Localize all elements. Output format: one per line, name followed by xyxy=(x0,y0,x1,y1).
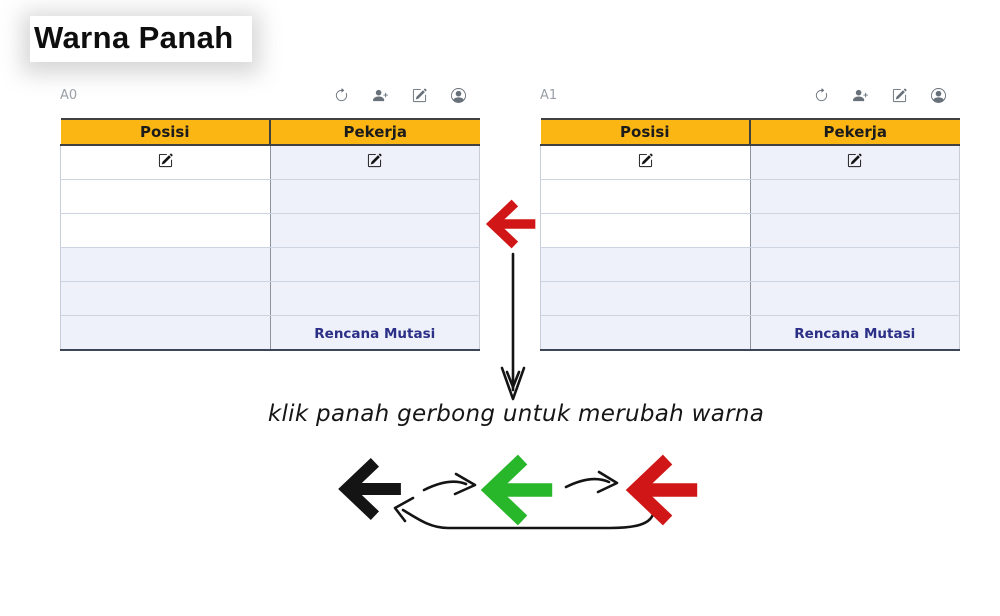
posisi-cell xyxy=(540,281,750,316)
annotation-text: klik panah gerbong untuk merubah warna xyxy=(267,401,765,427)
table-row xyxy=(540,179,960,214)
cycle-arrow-black[interactable] xyxy=(334,456,406,522)
header-row: Posisi Pekerja xyxy=(540,118,960,146)
cycle-arrow-green[interactable] xyxy=(477,452,557,528)
card-header: A1 xyxy=(540,84,960,106)
page-title: Warna Panah xyxy=(30,16,252,62)
table-toolbar xyxy=(814,88,960,103)
pekerja-cell xyxy=(269,213,480,248)
posisi-cell xyxy=(540,247,750,282)
pekerja-cell: Rencana Mutasi xyxy=(749,315,960,351)
edit-icon[interactable] xyxy=(412,88,427,103)
header-row: Posisi Pekerja xyxy=(60,118,480,146)
table-row xyxy=(60,281,480,316)
pekerja-cell xyxy=(749,281,960,316)
pekerja-cell xyxy=(269,281,480,316)
posisi-cell xyxy=(60,281,270,316)
gerbong-arrow-red[interactable] xyxy=(482,198,540,250)
rencana-mutasi-link[interactable]: Rencana Mutasi xyxy=(314,326,436,342)
posisi-cell xyxy=(60,179,270,214)
table-label: A0 xyxy=(60,87,78,103)
table-row xyxy=(540,281,960,316)
person-add-icon[interactable] xyxy=(853,88,868,103)
table-card-a1: A1 Posisi Pekerja Rencana M xyxy=(540,84,960,351)
cycle-arrow-green-to-red xyxy=(564,477,611,489)
pekerja-cell xyxy=(749,179,960,214)
edit-icon[interactable] xyxy=(892,88,907,103)
mutation-table: Posisi Pekerja Rencana Mutasi xyxy=(540,118,960,351)
cycle-arrow-head-2 xyxy=(596,470,619,494)
table-row: Rencana Mutasi xyxy=(60,315,480,351)
pekerja-cell xyxy=(269,145,480,180)
rencana-mutasi-link[interactable]: Rencana Mutasi xyxy=(794,326,916,342)
pekerja-cell xyxy=(269,179,480,214)
column-header-posisi: Posisi xyxy=(60,118,270,146)
table-row xyxy=(540,213,960,248)
table-card-a0: A0 Posisi Pekerja Rencana M xyxy=(60,84,480,351)
person-add-icon[interactable] xyxy=(373,88,388,103)
column-header-posisi: Posisi xyxy=(540,118,750,146)
table-row xyxy=(60,247,480,282)
edit-cell-icon[interactable] xyxy=(158,153,173,168)
edit-cell-icon[interactable] xyxy=(638,153,653,168)
edit-cell-icon[interactable] xyxy=(367,153,382,168)
pekerja-cell: Rencana Mutasi xyxy=(269,315,480,351)
pekerja-cell xyxy=(749,213,960,248)
table-row: Rencana Mutasi xyxy=(540,315,960,351)
posisi-cell xyxy=(60,315,270,351)
posisi-cell xyxy=(60,213,270,248)
posisi-cell xyxy=(540,179,750,214)
down-arrow-head-inner xyxy=(505,370,521,389)
column-header-pekerja: Pekerja xyxy=(749,118,960,146)
table-row xyxy=(60,179,480,214)
cycle-arrow-head-1 xyxy=(453,472,477,496)
posisi-cell xyxy=(60,247,270,282)
posisi-cell xyxy=(540,213,750,248)
table-label: A1 xyxy=(540,87,558,103)
user-circle-icon[interactable] xyxy=(451,88,466,103)
refresh-icon[interactable] xyxy=(334,88,349,103)
posisi-cell xyxy=(540,315,750,351)
table-row xyxy=(540,145,960,180)
down-arrow-head xyxy=(500,366,526,401)
table-row xyxy=(60,213,480,248)
mutation-table: Posisi Pekerja Rencana Mutasi xyxy=(60,118,480,351)
cycle-arrow-black-to-green xyxy=(422,480,468,492)
column-header-pekerja: Pekerja xyxy=(269,118,480,146)
pekerja-cell xyxy=(269,247,480,282)
posisi-cell xyxy=(60,145,270,180)
refresh-icon[interactable] xyxy=(814,88,829,103)
user-circle-icon[interactable] xyxy=(931,88,946,103)
cycle-arrow-red[interactable] xyxy=(622,452,702,528)
pekerja-cell xyxy=(749,145,960,180)
table-row xyxy=(540,247,960,282)
table-toolbar xyxy=(334,88,480,103)
pekerja-cell xyxy=(749,247,960,282)
edit-cell-icon[interactable] xyxy=(847,153,862,168)
posisi-cell xyxy=(540,145,750,180)
card-header: A0 xyxy=(60,84,480,106)
table-row xyxy=(60,145,480,180)
